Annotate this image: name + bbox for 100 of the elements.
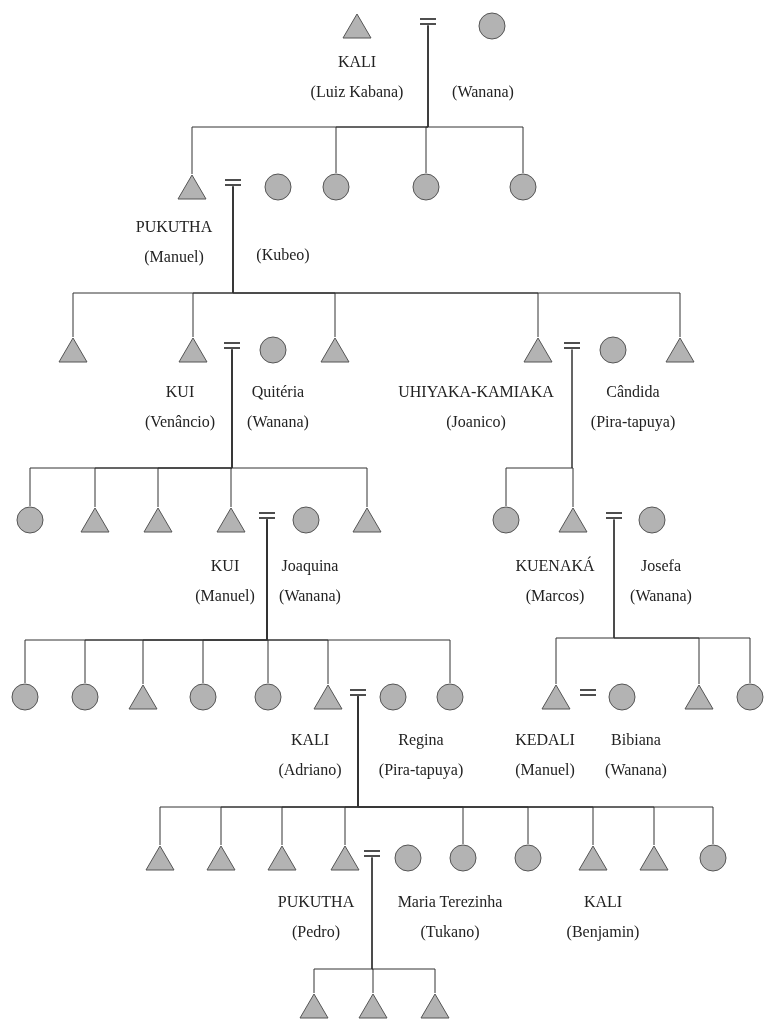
male-triangle — [299, 993, 329, 1019]
female-circle — [436, 683, 464, 711]
marriage-sign — [224, 340, 240, 350]
female-circle — [509, 173, 537, 201]
person-detail: (Wanana) — [605, 761, 667, 779]
person-detail: (Pira-tapuya) — [590, 413, 676, 431]
person-detail: (Wanana) — [247, 413, 309, 431]
person-detail: (Wanana) — [279, 587, 341, 605]
male-triangle — [128, 684, 158, 710]
marriage-sign — [564, 340, 580, 350]
person-name: Maria Terezinha — [397, 893, 503, 911]
person-detail: (Joanico) — [446, 413, 506, 431]
male-triangle — [330, 845, 360, 871]
male-triangle — [313, 684, 343, 710]
female-circle — [599, 336, 627, 364]
male-triangle — [578, 845, 608, 871]
male-triangle — [80, 507, 110, 533]
female-circle — [412, 173, 440, 201]
descent-line — [427, 25, 524, 174]
marriage-sign — [225, 177, 241, 187]
male-triangle — [320, 337, 350, 363]
descent-line — [613, 519, 751, 684]
person-name: KALI — [583, 893, 623, 911]
female-circle — [264, 173, 292, 201]
male-triangle — [58, 337, 88, 363]
person-detail: (Wanana) — [452, 83, 514, 101]
female-circle — [478, 12, 506, 40]
person-name: KALI — [337, 53, 377, 71]
person-name: Quitéria — [251, 383, 305, 401]
male-triangle — [342, 13, 372, 39]
person-detail: (Benjamin) — [566, 923, 640, 941]
descent-line — [232, 186, 681, 338]
female-circle — [379, 683, 407, 711]
female-circle — [514, 844, 542, 872]
marriage-sign — [420, 16, 436, 26]
marriage-sign — [364, 848, 380, 858]
female-circle — [71, 683, 99, 711]
descent-line — [357, 696, 714, 845]
female-circle — [699, 844, 727, 872]
person-detail: (Pira-tapuya) — [378, 761, 464, 779]
person-detail: (Manuel) — [515, 761, 575, 779]
male-triangle — [145, 845, 175, 871]
female-circle — [11, 683, 39, 711]
female-circle — [638, 506, 666, 534]
person-detail: (Marcos) — [525, 587, 585, 605]
person-name: KUI — [210, 557, 240, 575]
male-triangle — [143, 507, 173, 533]
person-detail: (Kubeo) — [256, 246, 310, 264]
male-triangle — [177, 174, 207, 200]
female-circle — [259, 336, 287, 364]
male-triangle — [216, 507, 246, 533]
female-circle — [394, 844, 422, 872]
person-detail: (Luiz Kabana) — [310, 83, 404, 101]
person-detail: (Adriano) — [278, 761, 342, 779]
male-triangle — [420, 993, 450, 1019]
person-name: Cândida — [606, 383, 660, 401]
person-name: PUKUTHA — [135, 218, 213, 236]
male-triangle — [523, 337, 553, 363]
male-triangle — [206, 845, 236, 871]
person-detail: (Tukano) — [420, 923, 480, 941]
person-detail: (Venâncio) — [144, 413, 216, 431]
person-detail: (Manuel) — [195, 587, 255, 605]
person-name: Regina — [398, 731, 444, 749]
person-name: KALI — [290, 731, 330, 749]
person-detail: (Manuel) — [144, 248, 204, 266]
person-detail: (Pedro) — [292, 923, 340, 941]
descent-line — [231, 349, 368, 508]
person-name: Bibiana — [611, 731, 661, 749]
male-triangle — [267, 845, 297, 871]
person-name: KEDALI — [515, 731, 575, 749]
male-triangle — [352, 507, 382, 533]
female-circle — [608, 683, 636, 711]
marriage-sign — [259, 510, 275, 520]
male-triangle — [358, 993, 388, 1019]
male-triangle — [541, 684, 571, 710]
female-circle — [292, 506, 320, 534]
female-circle — [254, 683, 282, 711]
person-name: UHIYAKA-KAMIAKA — [398, 383, 554, 401]
male-triangle — [639, 845, 669, 871]
male-triangle — [665, 337, 695, 363]
marriage-sign — [606, 510, 622, 520]
person-name: KUENAKÁ — [515, 557, 595, 575]
marriage-sign — [580, 687, 596, 697]
female-circle — [322, 173, 350, 201]
female-circle — [736, 683, 764, 711]
male-triangle — [684, 684, 714, 710]
male-triangle — [558, 507, 588, 533]
marriage-sign — [350, 687, 366, 697]
female-circle — [492, 506, 520, 534]
descent-line — [571, 349, 574, 508]
person-detail: (Wanana) — [630, 587, 692, 605]
person-name: Joaquina — [281, 557, 339, 575]
female-circle — [189, 683, 217, 711]
descent-line — [371, 857, 436, 994]
person-name: Josefa — [641, 557, 681, 575]
female-circle — [449, 844, 477, 872]
descent-line — [266, 519, 451, 684]
female-circle — [16, 506, 44, 534]
male-triangle — [178, 337, 208, 363]
person-name: KUI — [165, 383, 195, 401]
